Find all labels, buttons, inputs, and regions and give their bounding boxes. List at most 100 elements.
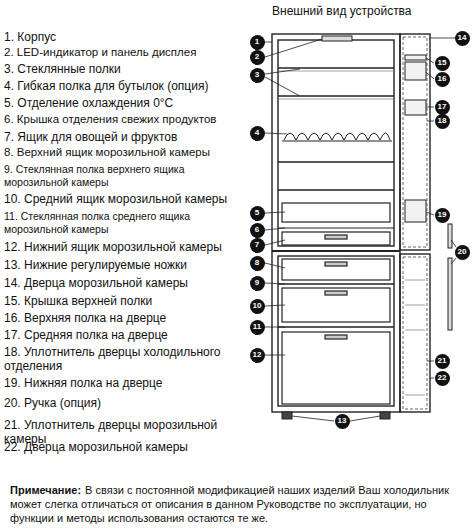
door-handle	[448, 224, 452, 248]
leader-line	[265, 355, 285, 356]
chill-compartment	[282, 203, 390, 222]
display-panel	[322, 36, 352, 41]
door-shelf	[405, 100, 426, 115]
callout-number: 1	[250, 35, 265, 50]
part-name: 17. Средняя полка на дверце	[4, 328, 246, 342]
callout-number: 3	[250, 68, 265, 83]
callout-circle	[250, 276, 265, 291]
part-name: 15. Крышка верхней полки	[4, 294, 246, 308]
callout-number: 15	[438, 59, 447, 67]
leader-line	[265, 133, 287, 134]
callout-circle	[250, 50, 265, 65]
chill-compartment	[282, 232, 390, 245]
leader-line	[292, 416, 334, 421]
door-gasket	[403, 257, 427, 409]
note-block: Примечание:В связи с постоянной модифика…	[10, 484, 466, 525]
adjustable-foot	[380, 412, 390, 419]
callout-number: 13	[338, 417, 347, 425]
leader-line	[427, 361, 434, 362]
leader-line	[451, 258, 456, 264]
adjustable-foot	[282, 412, 292, 419]
part-name: 8. Верхний ящик морозильной камеры	[4, 146, 246, 160]
callout-number: 11	[253, 323, 261, 331]
leader-line	[430, 38, 455, 39]
door-shelf	[405, 55, 426, 222]
callout-number: 3	[255, 71, 259, 79]
callout-circle	[250, 256, 265, 271]
callout-number: 16	[435, 72, 450, 87]
callout-number: 4	[250, 126, 265, 141]
callout-circle	[435, 208, 450, 223]
fridge-body	[272, 250, 400, 252]
callout-number: 6	[255, 226, 259, 234]
display-panel	[322, 36, 352, 41]
callout-circle	[455, 245, 470, 260]
callout-number: 19	[435, 208, 450, 223]
part-name: 13. Нижние регулируемые ножки	[4, 258, 246, 272]
glass-shelf	[278, 189, 394, 190]
glass-shelf	[278, 161, 394, 162]
freezer-drawer	[282, 332, 390, 404]
callout-circle	[250, 238, 265, 253]
bottle-rack	[282, 133, 392, 141]
freezer-drawer	[278, 326, 394, 328]
callout-circle	[335, 414, 350, 429]
callout-number: 13	[335, 414, 350, 429]
part-name: 19. Нижняя полка на дверце	[4, 376, 246, 390]
part-name: 9. Стеклянная полка верхнего ящика мороз…	[4, 163, 246, 188]
callout-circle	[250, 299, 265, 314]
callout-number: 7	[255, 241, 259, 249]
freezer-drawer	[325, 262, 347, 266]
freezer-drawer	[278, 259, 394, 404]
callout-circle	[455, 31, 470, 46]
part-name: 22. Дверца морозильной камеры	[4, 440, 246, 454]
glass-shelf	[278, 99, 394, 100]
callout-number: 22	[438, 374, 447, 382]
bottle-rack	[282, 141, 392, 142]
glass-shelf	[278, 67, 394, 68]
callout-number: 16	[438, 75, 447, 83]
fridge-body	[278, 256, 394, 406]
freezer-door-line	[405, 395, 425, 396]
part-name: 7. Ящик для овощей и фруктов	[4, 130, 246, 144]
callout-circle	[250, 35, 265, 50]
callout-number: 4	[255, 129, 259, 137]
callout-circle	[435, 354, 450, 369]
glass-shelf	[278, 68, 394, 190]
part-name: 3. Стеклянные полки	[4, 62, 246, 76]
freezer-door-line	[405, 280, 425, 395]
part-name: 5. Отделение охлаждения 0°C	[4, 96, 246, 110]
callout-number: 21	[438, 357, 447, 365]
callout-circle	[250, 68, 265, 83]
leader-line	[265, 283, 285, 284]
callout-number: 11	[250, 320, 265, 335]
callout-number: 10	[250, 299, 265, 314]
leader-line	[265, 327, 285, 328]
leader-line	[265, 212, 285, 213]
callout-number: 20	[455, 245, 470, 260]
freezer-door-line	[405, 280, 425, 281]
leader-line	[265, 240, 285, 245]
callout-number: 14	[458, 34, 467, 42]
door-shelf	[405, 200, 426, 222]
callout-number: 12	[253, 351, 262, 359]
callout-number: 17	[435, 100, 450, 115]
callout-number: 10	[253, 302, 262, 310]
door	[400, 34, 430, 412]
freezer-drawer	[282, 288, 390, 322]
callout-number: 18	[438, 117, 447, 125]
callout-circle	[435, 72, 450, 87]
callout-number: 14	[455, 31, 470, 46]
callout-number: 9	[250, 276, 265, 291]
glass-shelf	[278, 71, 394, 72]
part-name: 14. Дверца морозильной камеры	[4, 276, 246, 290]
door-shelf	[405, 55, 426, 60]
callout-number: 5	[250, 206, 265, 221]
leader-line	[265, 39, 322, 57]
chill-compartment	[278, 227, 394, 228]
freezer-drawer	[282, 259, 390, 280]
leader-line	[265, 38, 456, 421]
leader-line	[265, 77, 300, 96]
chill-compartment	[278, 203, 394, 245]
freezer-door-line	[405, 330, 425, 331]
